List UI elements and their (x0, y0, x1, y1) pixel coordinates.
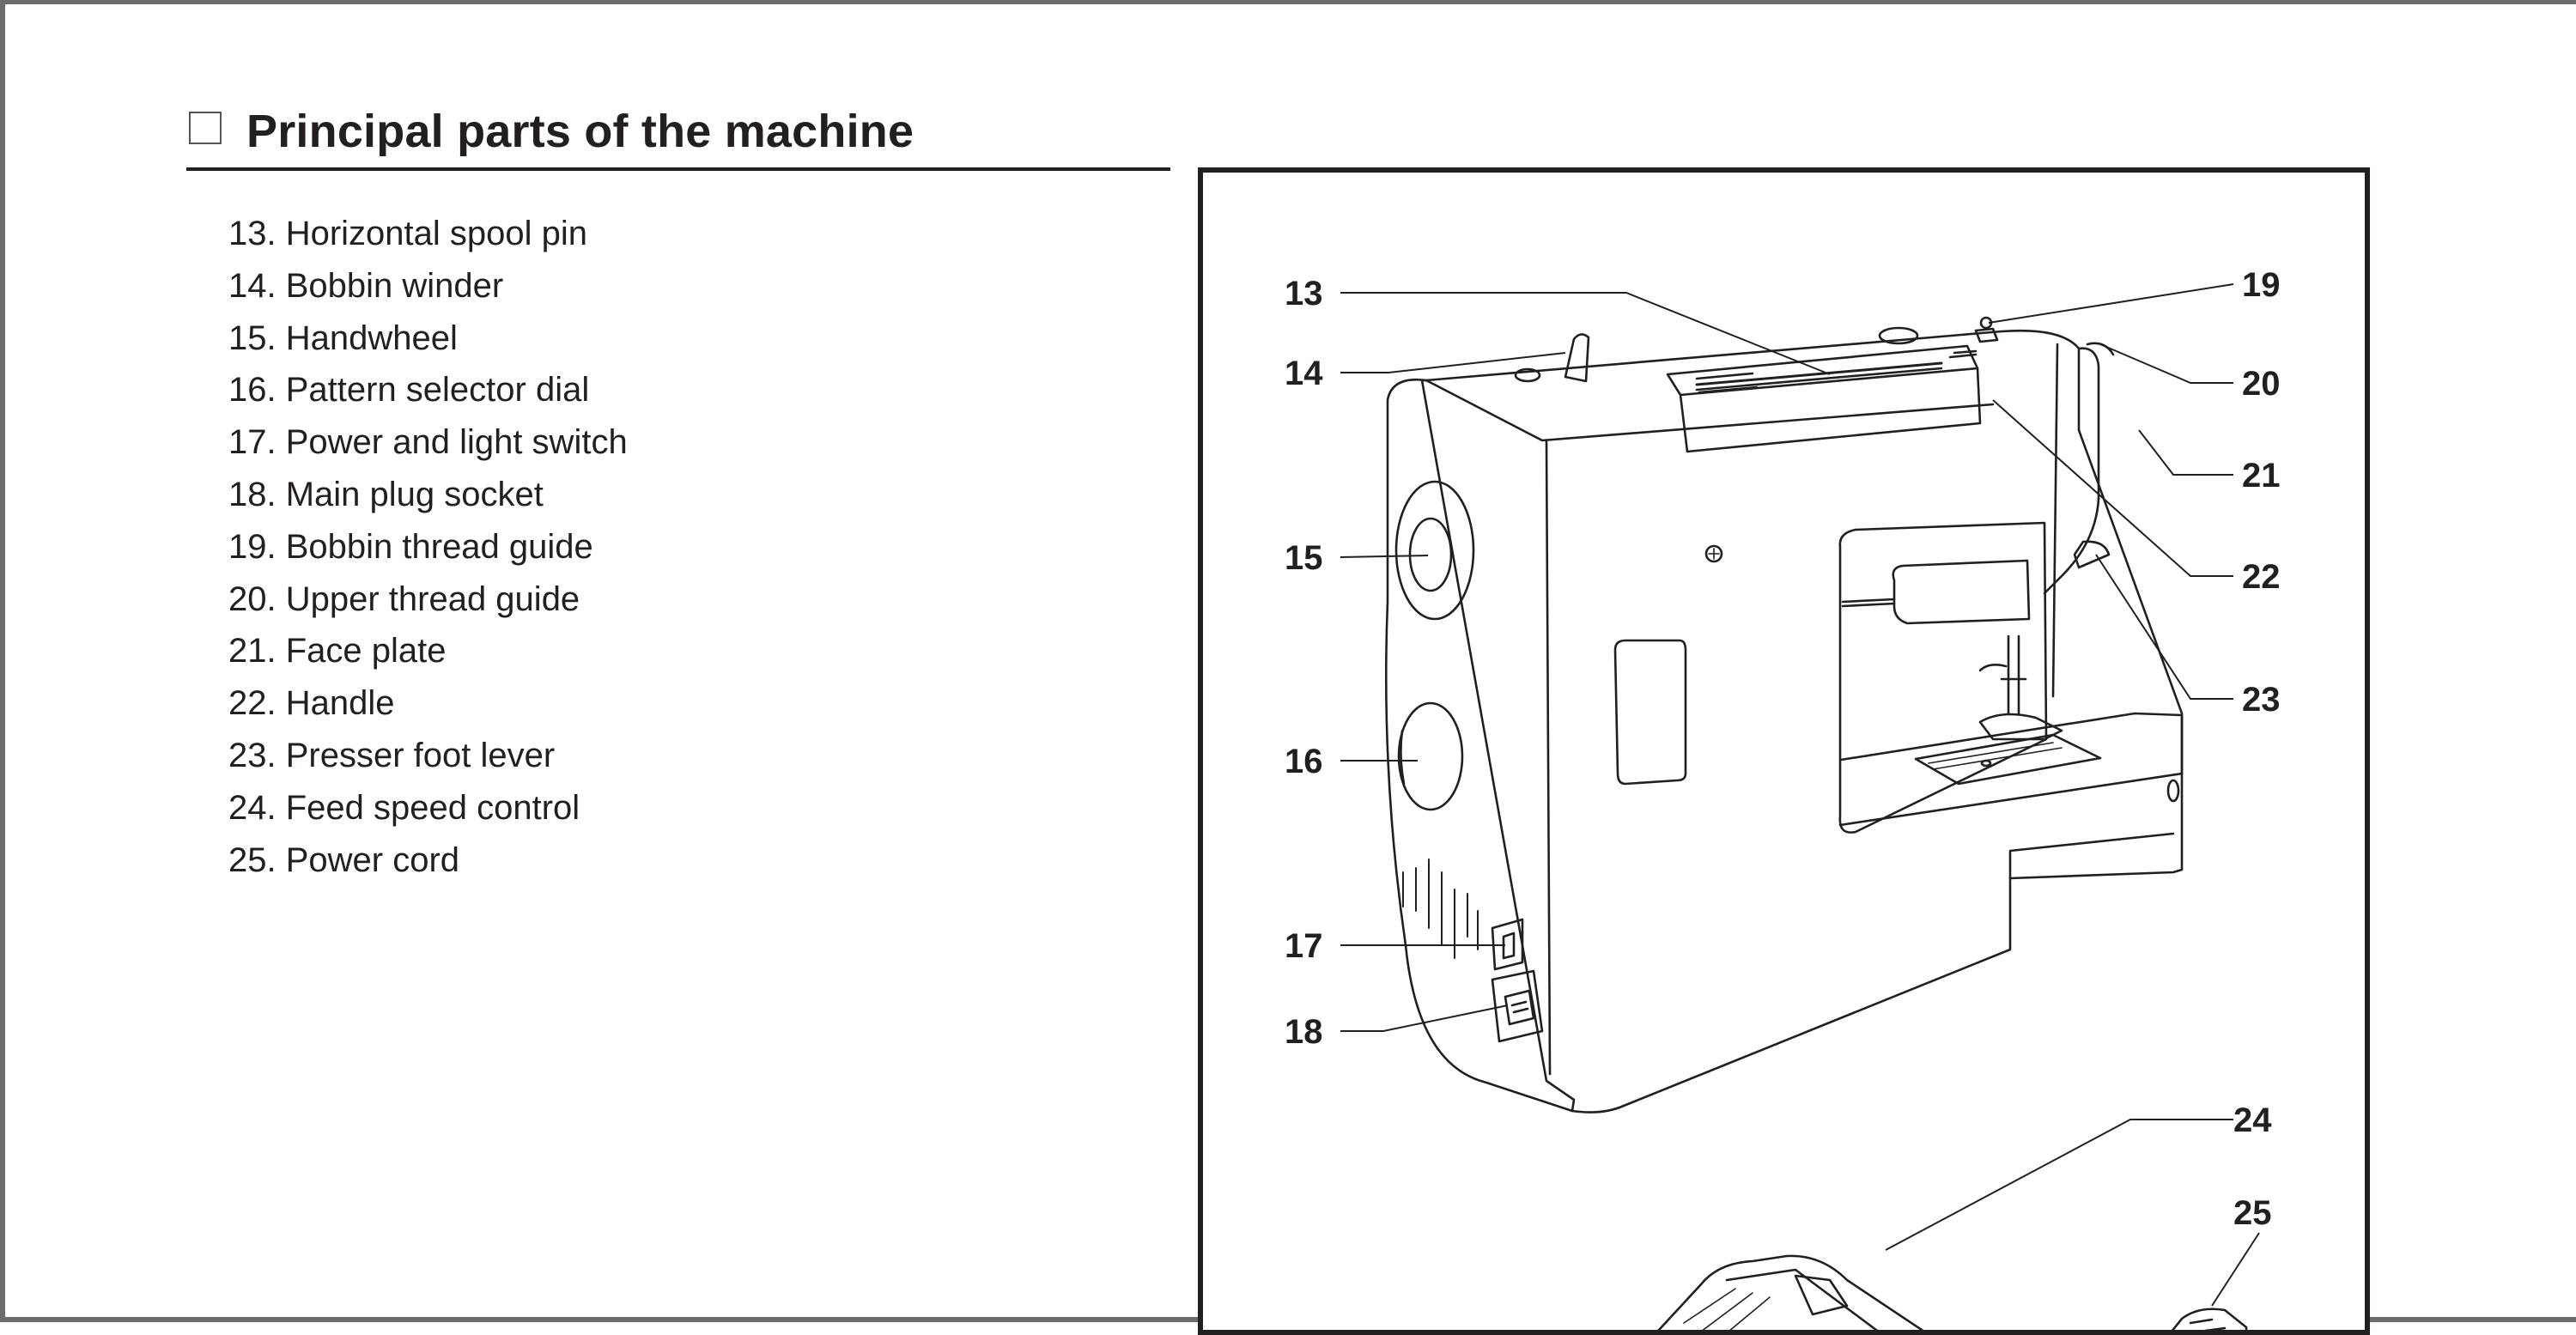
page-border-top (0, 0, 2576, 4)
callout-21: 21 (2242, 457, 2281, 495)
section-heading: Principal parts of the machine (186, 103, 1170, 172)
callout-25: 25 (2233, 1194, 2272, 1232)
page-border-left (0, 0, 5, 1322)
leader-20 (2099, 343, 2233, 384)
callout-18: 18 (1285, 1013, 1323, 1051)
presser-foot-lever (2073, 540, 2111, 569)
part-item-24: 24. Feed speed control (228, 788, 580, 827)
part-item-22: 22. Handle (228, 684, 395, 723)
leader-19 (1988, 283, 2234, 324)
pattern-selector-dial (1397, 701, 1464, 811)
part-item-17: 17. Power and light switch (228, 423, 628, 462)
leader-18 (1340, 1004, 1509, 1032)
callout-16: 16 (1285, 743, 1323, 780)
sewing-machine-diagram: 13 14 15 16 17 18 19 20 21 22 23 24 25 (1285, 266, 2281, 1330)
parts-list: 13. Horizontal spool pin 14. Bobbin wind… (228, 208, 628, 886)
leader-25 (2211, 1232, 2260, 1307)
section-checkbox-icon (189, 112, 222, 144)
machine-bed (1838, 712, 2184, 827)
front-panel (1613, 639, 1687, 786)
main-plug-socket (1491, 969, 1544, 1043)
machine-diagram-frame: 13 14 15 16 17 18 19 20 21 22 23 24 25 (1198, 167, 2370, 1335)
part-item-19: 19. Bobbin thread guide (228, 527, 593, 566)
horizontal-spool-pin (1695, 361, 1943, 386)
handwheel (1394, 480, 1475, 621)
part-item-16: 16. Pattern selector dial (228, 371, 590, 410)
part-item-23: 23. Presser foot lever (228, 736, 556, 774)
machine-body-outline (1420, 329, 2184, 1114)
callout-19: 19 (2242, 266, 2281, 304)
needle-bar (2000, 634, 2027, 715)
heading-underline (186, 167, 1170, 171)
leader-15 (1340, 555, 1429, 558)
leader-23 (2095, 554, 2233, 700)
part-item-20: 20. Upper thread guide (228, 580, 580, 618)
callout-22: 22 (2242, 558, 2281, 596)
section-title: Principal parts of the machine (246, 106, 914, 157)
part-item-25: 25. Power cord (228, 840, 460, 879)
part-item-21: 21. Face plate (228, 632, 447, 671)
callout-14: 14 (1285, 355, 1323, 392)
leader-24 (1885, 1119, 2233, 1251)
leader-13 (1340, 292, 1831, 375)
callout-17: 17 (1285, 927, 1323, 965)
machine-side-edge (1384, 378, 1574, 1113)
callout-24: 24 (2233, 1101, 2272, 1139)
callout-20: 20 (2242, 365, 2281, 403)
callout-13: 13 (1285, 275, 1323, 313)
power-cord-plug (2171, 1308, 2248, 1330)
part-item-18: 18. Main plug socket (228, 475, 544, 513)
part-item-15: 15. Handwheel (228, 319, 458, 357)
power-switch (1491, 918, 1524, 971)
needle-plate (1914, 733, 2102, 786)
leader-21 (2138, 429, 2233, 476)
side-vents (1402, 859, 1479, 959)
callout-15: 15 (1285, 539, 1323, 577)
arm-opening (1838, 521, 2048, 834)
callout-23: 23 (2242, 681, 2281, 719)
bobbin-winder (1564, 333, 1590, 383)
part-item-14: 14. Bobbin winder (228, 266, 504, 305)
part-item-13: 13. Horizontal spool pin (228, 215, 588, 252)
leader-14 (1340, 352, 1566, 373)
leader-22 (1992, 399, 2233, 577)
foot-pedal (1657, 1254, 1924, 1330)
